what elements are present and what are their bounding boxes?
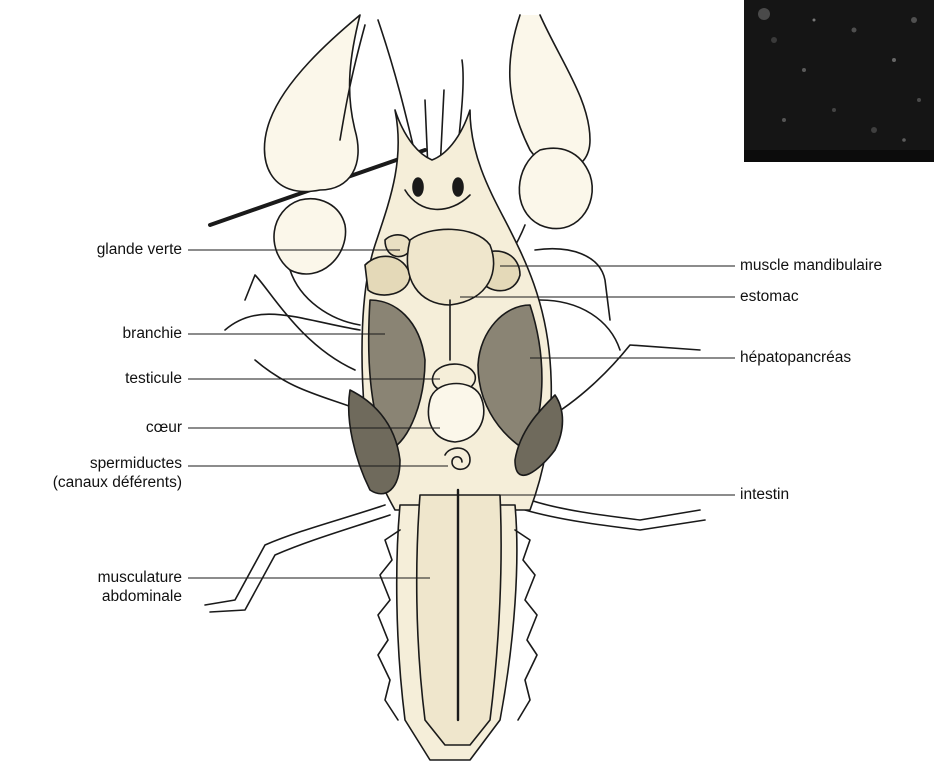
label-muscle-mandibulaire: muscle mandibulaire — [740, 256, 882, 275]
label-spermiductes: spermiductes (canaux déférents) — [53, 454, 182, 492]
label-estomac: estomac — [740, 287, 799, 306]
label-spermiductes-line1: spermiductes — [53, 454, 182, 473]
label-musculature-line1: musculature — [98, 568, 182, 587]
label-spermiductes-line2: (canaux déférents) — [53, 473, 182, 492]
label-intestin: intestin — [740, 485, 789, 504]
label-coeur: cœur — [146, 418, 182, 437]
label-branchie: branchie — [123, 324, 182, 343]
label-glande-verte: glande verte — [97, 240, 182, 259]
label-hepatopancreas: hépatopancréas — [740, 348, 851, 367]
label-musculature-line2: abdominale — [98, 587, 182, 606]
label-musculature: musculature abdominale — [98, 568, 182, 606]
label-testicule: testicule — [125, 369, 182, 388]
